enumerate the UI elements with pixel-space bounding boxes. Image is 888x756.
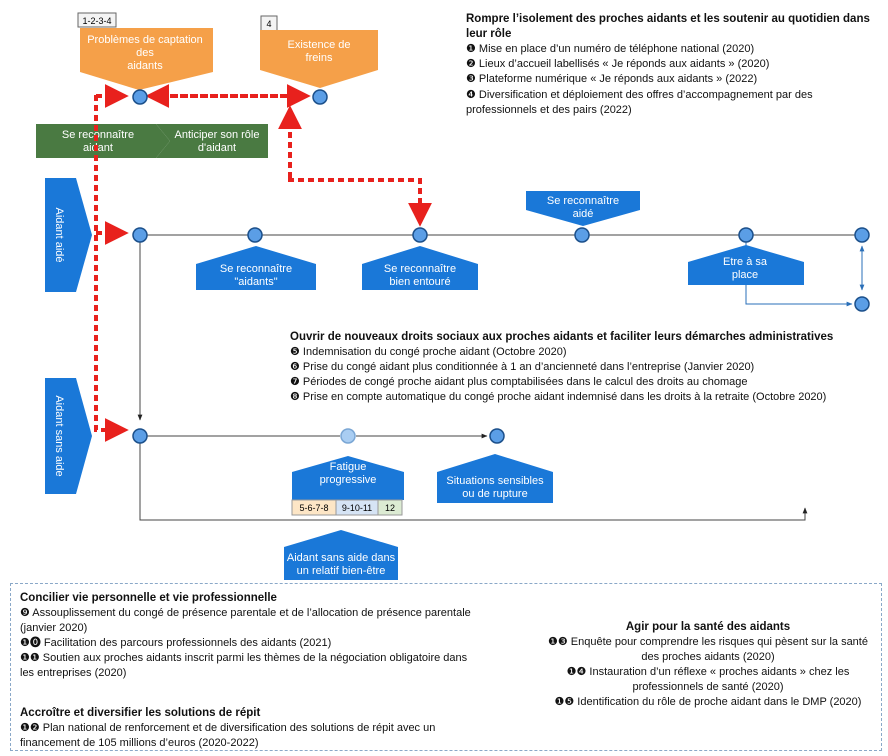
sante-item-13: ❶❸ Enquête pour comprendre les risques q… [548,636,868,663]
svg-text:Se reconnaître: Se reconnaître [220,263,292,275]
svg-text:Aidant sans aide dans: Aidant sans aide dans [287,552,396,564]
node-sans-aide-start [132,428,148,444]
svg-text:des: des [136,47,154,59]
svg-text:12: 12 [385,503,395,513]
flow-lines [137,234,855,521]
svg-text:un relatif bien-être: un relatif bien-être [297,565,386,577]
label-fatigue: Fatigue progressive [292,456,404,500]
section-droits-title: Ouvrir de nouveaux droits sociaux aux pr… [290,331,834,343]
svg-text:Fatigue: Fatigue [330,461,367,473]
droits-item-5: ❺ Indemnisation du congé proche aidant (… [290,346,567,358]
flow-nodes [132,89,870,444]
svg-text:place: place [732,269,758,281]
sante-item-15: ❶❺ Identification du rôle de proche aida… [554,696,862,708]
droits-item-6: ❻ Prise du congé aidant plus conditionné… [290,361,755,373]
section-repit-title: Accroître et diversifier les solutions d… [20,707,261,719]
label-etre-a-sa-place: Etre à sa place [688,245,804,285]
section-concilier: Concilier vie personnelle et vie profess… [20,591,480,681]
svg-text:d'aidant: d'aidant [198,142,236,154]
svg-text:"aidants": "aidants" [234,276,277,288]
section-sante-title: Agir pour la santé des aidants [625,621,791,633]
node-aide-start [132,227,148,243]
repit-item-12: ❶❷ Plan national de renforcement et de d… [20,722,436,749]
rompre-item-3: ❸ Plateforme numérique « Je réponds aux … [466,73,758,85]
svg-text:1-2-3-4: 1-2-3-4 [82,16,111,26]
node-situations [489,428,505,444]
svg-text:Problèmes de captation: Problèmes de captation [87,34,203,46]
lane-aidant-sans-aide: Aidant sans aide [45,378,92,494]
rompre-item-2: ❷ Lieux d’accueil labellisés « Je répond… [466,58,770,70]
node-loop [854,296,870,312]
svg-text:Se reconnaître: Se reconnaître [547,195,619,207]
tag-12 [377,499,403,516]
node-fatigue [340,428,356,444]
svg-text:Se reconnaître: Se reconnaître [384,263,456,275]
label-aide-top: Se reconnaître aidé [526,191,640,226]
section-rompre: Rompre l’isolement des proches aidants e… [466,12,876,118]
orange-box-freins: Existence de freins [260,30,378,88]
green-chevron-anticiper: Anticiper son rôle d'aidant [156,124,268,158]
label-bien-etre: Aidant sans aide dans un relatif bien-êt… [284,530,398,580]
node-aide-3 [412,227,428,243]
svg-text:Existence de: Existence de [288,39,351,51]
rompre-item-1: ❶ Mise en place d’un numéro de téléphone… [466,43,755,55]
droits-item-7: ❼ Périodes de congé proche aidant plus c… [290,376,748,388]
fatigue-tags [291,499,403,516]
section-repit: Accroître et diversifier les solutions d… [20,706,480,751]
node-aide-end [854,227,870,243]
bottom-measures-box [10,583,882,751]
rompre-item-4: ❹ Diversification et déploiement des off… [466,89,813,116]
section-concilier-title: Concilier vie personnelle et vie profess… [20,592,277,604]
svg-text:Etre à sa: Etre à sa [723,256,768,268]
tag-4: 4 [260,15,278,32]
svg-text:9-10-11: 9-10-11 [342,503,372,513]
svg-text:bien entouré: bien entouré [389,276,450,288]
droits-item-8: ❽ Prise en compte automatique du congé p… [290,391,827,403]
tag-1-2-3-4: 1-2-3-4 [77,12,117,28]
label-reconnaitre-aidants: Se reconnaître "aidants" [196,246,316,290]
section-rompre-title: Rompre l’isolement des proches aidants e… [466,13,870,40]
section-droits: Ouvrir de nouveaux droits sociaux aux pr… [290,330,886,405]
svg-text:aidé: aidé [573,208,594,220]
node-captation [132,89,148,105]
svg-text:Aidant aidé: Aidant aidé [53,207,65,262]
node-aide-2 [247,227,263,243]
section-sante: Agir pour la santé des aidants ❶❸ Enquêt… [540,620,876,710]
svg-text:Anticiper son rôle: Anticiper son rôle [175,129,260,141]
concilier-item-10: ❶⓿ Facilitation des parcours professionn… [20,637,332,649]
concilier-item-9: ❾ Assouplissement du congé de présence p… [20,607,471,634]
svg-text:Situations sensibles: Situations sensibles [446,475,544,487]
svg-text:ou de rupture: ou de rupture [462,488,527,500]
node-aide-5 [738,227,754,243]
green-chevron-reconnaitre: Se reconnaître aidant [36,124,170,158]
svg-text:Aidant sans aide: Aidant sans aide [53,395,65,476]
svg-text:4: 4 [266,19,271,29]
concilier-item-11: ❶❶ Soutien aux proches aidants inscrit p… [20,652,468,679]
svg-text:5-6-7-8: 5-6-7-8 [299,503,328,513]
node-aide-4 [574,227,590,243]
red-dashed-arrows [94,84,432,442]
orange-box-captation: Problèmes de captation des aidants [80,28,213,90]
svg-text:progressive: progressive [320,474,377,486]
svg-text:aidants: aidants [127,60,163,72]
node-freins [312,89,328,105]
label-situations: Situations sensibles ou de rupture [437,454,553,503]
svg-text:freins: freins [306,52,333,64]
sante-item-14: ❶❹ Instauration d’un réflexe « proches a… [566,666,850,693]
lane-aidant-aide: Aidant aidé [45,178,92,292]
label-bien-entoure: Se reconnaître bien entouré [362,246,478,290]
